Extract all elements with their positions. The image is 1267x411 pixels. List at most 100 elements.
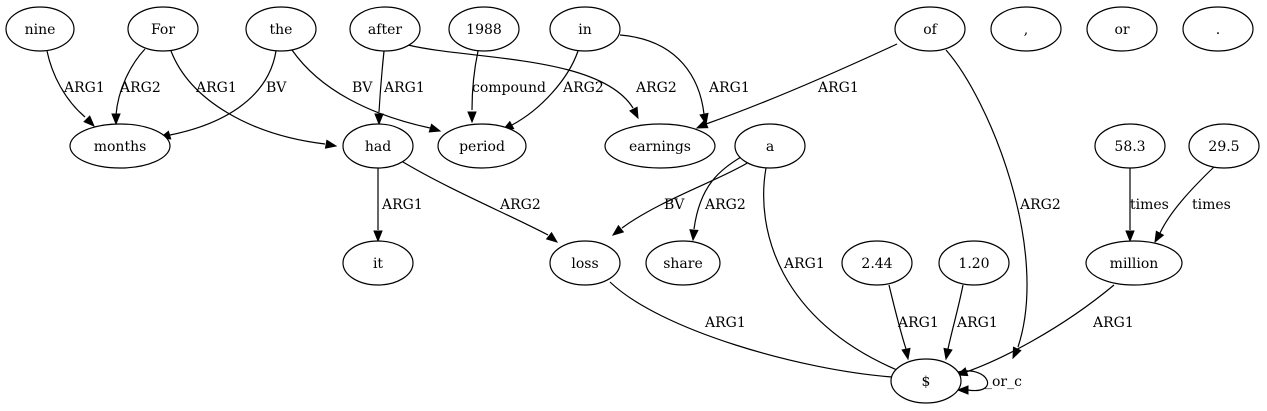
node-n58_3: 58.3 [1094, 123, 1166, 169]
arrowhead [956, 385, 969, 395]
edge-label: ARG1 [63, 80, 105, 96]
arrowhead [629, 106, 639, 120]
arrowhead [699, 112, 709, 126]
node-ellipse [1085, 240, 1183, 286]
node-in: in [549, 6, 621, 52]
edge-n2_44-to-dollar: ARG1 [888, 284, 939, 361]
node-label: loss [571, 256, 598, 272]
node-share: share [645, 240, 721, 286]
node-ellipse [69, 123, 171, 169]
node-ellipse [5, 6, 75, 52]
edge-line [378, 50, 385, 113]
arrowhead [83, 115, 95, 127]
edge-had-to-it: ARG1 [373, 167, 423, 243]
node-period_punct: . [1182, 6, 1254, 52]
node-the: the [245, 6, 317, 52]
edge-label: ARG2 [635, 80, 677, 96]
node-for: For [127, 6, 199, 52]
node-ellipse [890, 358, 962, 404]
node-ellipse [990, 6, 1062, 52]
edge-line [407, 44, 634, 109]
edge-label: ARG1 [381, 197, 423, 213]
edge-line [957, 370, 989, 392]
edge-nine-to-months: ARG1 [46, 50, 105, 127]
edge-had-to-loss: ARG2 [402, 161, 559, 243]
node-label: it [373, 256, 383, 272]
edge-million-to-dollar: ARG1 [955, 284, 1134, 377]
node-label: months [94, 139, 147, 155]
node-it: it [342, 240, 414, 286]
node-label: earnings [629, 139, 691, 155]
edge-line [945, 49, 1028, 348]
edge-label: ARG1 [1092, 315, 1134, 331]
edge-n58_3-to-million: times [1125, 167, 1169, 243]
node-label: had [365, 139, 391, 155]
node-label: of [923, 22, 938, 38]
edge-of-to-dollar: ARG2 [945, 49, 1061, 360]
edge-the-to-period: BV [291, 49, 442, 133]
node-label: $ [922, 374, 931, 390]
node-had: had [342, 123, 414, 169]
edge-dollar-to-dollar: _or_c [956, 370, 1022, 395]
node-label: after [368, 22, 402, 38]
edge-label: ARG1 [704, 315, 746, 331]
edge-line [1159, 165, 1216, 234]
edge-label: ARG1 [817, 80, 859, 96]
node-label: 2.44 [861, 256, 892, 272]
node-label: 29.5 [1208, 139, 1239, 155]
edge-label: ARG1 [783, 256, 825, 272]
node-ellipse [448, 6, 520, 52]
edge-line [115, 48, 146, 116]
node-ellipse [342, 123, 414, 169]
arrowhead [695, 119, 709, 129]
node-n1_20: 1.20 [938, 240, 1010, 286]
edge-label: ARG2 [704, 197, 746, 213]
edge-line [471, 50, 479, 111]
arrowhead [943, 347, 953, 361]
node-label: 1.20 [958, 256, 989, 272]
node-label: 1988 [466, 22, 502, 38]
node-ellipse [549, 6, 621, 52]
edge-line [609, 281, 893, 378]
node-ellipse [604, 123, 716, 169]
arrowhead [901, 347, 911, 361]
edge-line [402, 161, 549, 236]
edge-line [965, 284, 1115, 373]
node-ellipse [938, 240, 1010, 286]
node-label: the [270, 22, 293, 38]
node-a: a [734, 123, 806, 169]
node-ellipse [645, 240, 721, 286]
edge-for-to-months: ARG2 [111, 48, 161, 126]
node-comma: , [990, 6, 1062, 52]
edge-loss-to-dollar: ARG1 [609, 281, 905, 382]
node-months: months [69, 123, 171, 169]
node-ellipse [342, 240, 414, 286]
node-label: or [1114, 22, 1129, 38]
arrowhead [373, 230, 383, 243]
arrowhead [689, 229, 699, 242]
arrowhead [111, 113, 121, 126]
node-label: , [1024, 22, 1028, 38]
edge-label: ARG1 [195, 80, 237, 96]
edge-of-to-earnings: ARG1 [695, 43, 898, 129]
edge-line [46, 50, 86, 118]
node-n29_5: 29.5 [1188, 123, 1260, 169]
arrowhead [374, 113, 384, 126]
node-ellipse [841, 240, 913, 286]
edge-label: ARG1 [383, 80, 425, 96]
edge-line [621, 161, 750, 229]
node-label: million [1110, 256, 1159, 272]
node-ellipse [245, 6, 317, 52]
edge-line [693, 156, 742, 230]
edge-label: ARG1 [897, 315, 939, 331]
edge-line [169, 50, 277, 136]
edge-label: compound [472, 80, 546, 96]
arrowhead [1154, 230, 1165, 244]
edge-label: ARG2 [119, 80, 161, 96]
node-of: of [894, 6, 966, 52]
node-nine: nine [5, 6, 75, 52]
edge-label: times [1192, 197, 1231, 213]
node-n2_44: 2.44 [841, 240, 913, 286]
